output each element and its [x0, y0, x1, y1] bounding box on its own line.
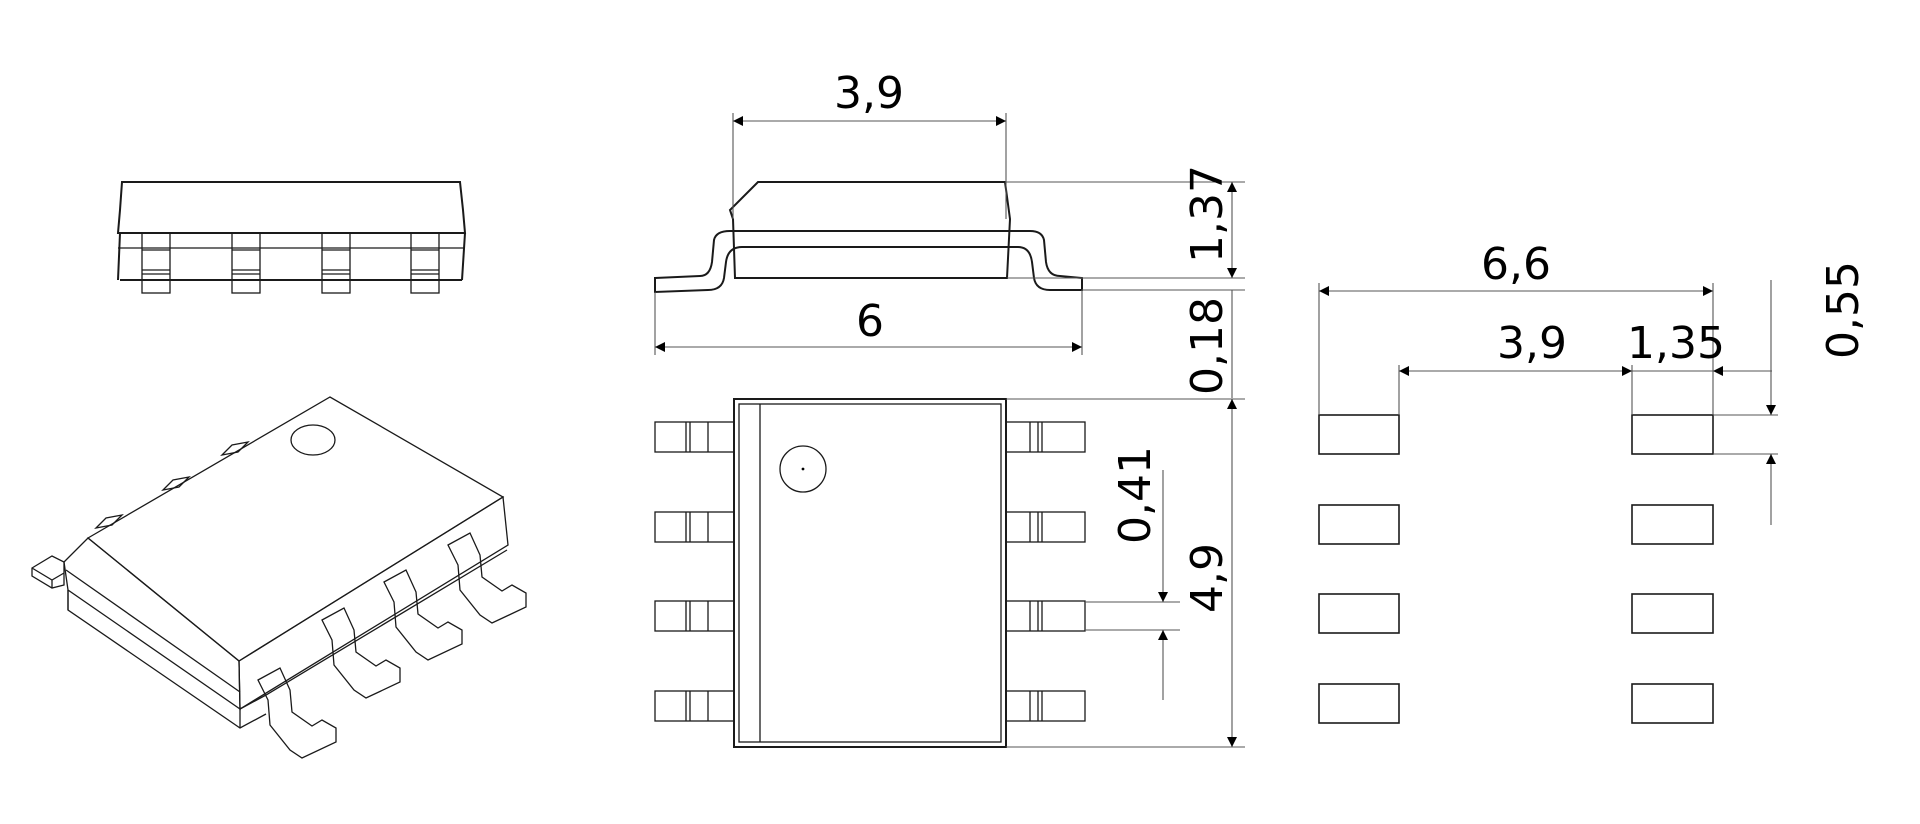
- footprint-right-pads: [1631, 414, 1714, 724]
- dim-lead-span: 6: [654, 290, 1083, 355]
- isometric-leads: [257, 532, 527, 759]
- side-view: [116, 181, 467, 294]
- dim-label-body-height: 1,37: [1182, 165, 1233, 263]
- dim-body-width: 3,9: [732, 68, 1007, 219]
- dim-outer-span: 6,6: [1318, 239, 1714, 415]
- pin1-marker-icon: [290, 424, 336, 456]
- dim-label-pad-width: 0,55: [1818, 261, 1869, 359]
- dim-label-inner-gap: 3,9: [1497, 318, 1567, 369]
- dim-label-standoff: 0,18: [1182, 297, 1233, 395]
- dim-pad-length: 1,35: [1627, 318, 1772, 376]
- dim-label-lead-span: 6: [856, 296, 884, 347]
- top-view-left-pins: [654, 421, 735, 722]
- dim-inner-gap: 3,9: [1398, 318, 1633, 415]
- footprint-view: 6,6 3,9 1,35 0,55: [1318, 239, 1869, 724]
- dim-label-body-width: 3,9: [834, 68, 904, 119]
- top-view: 0,41 4,9: [654, 398, 1245, 748]
- pin1-marker-icon: [779, 445, 827, 493]
- dim-body-length: 4,9: [1006, 398, 1245, 748]
- dim-label-pin-width: 0,41: [1110, 446, 1161, 544]
- dim-label-outer-span: 6,6: [1481, 239, 1551, 290]
- dim-pad-width: 0,55: [1713, 261, 1869, 525]
- isometric-view: [31, 396, 527, 759]
- dim-label-body-length: 4,9: [1182, 543, 1233, 613]
- dim-height: 1,37 0,18: [1005, 165, 1245, 398]
- dim-label-pad-length: 1,35: [1627, 318, 1725, 369]
- top-view-right-pins: [1005, 421, 1086, 722]
- profile-view: 3,9 6 1,37 0,18: [654, 68, 1245, 398]
- side-view-leads: [141, 232, 440, 294]
- dim-pin-width: 0,41: [1085, 446, 1180, 700]
- footprint-left-pads: [1318, 414, 1400, 724]
